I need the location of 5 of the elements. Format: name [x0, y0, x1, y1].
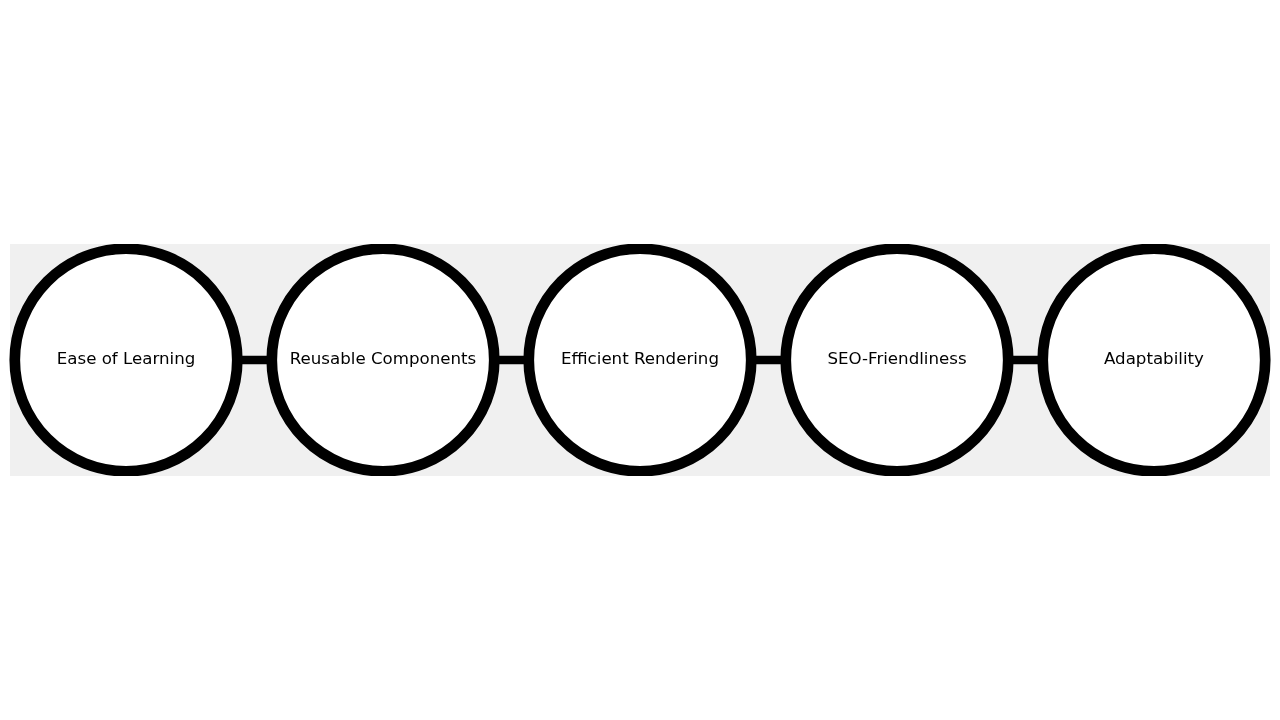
- node-circle: Adaptability: [1037, 244, 1271, 476]
- node-circle: Reusable Components: [266, 244, 500, 476]
- node-circle: Ease of Learning: [9, 244, 243, 476]
- node-circle: SEO-Friendliness: [780, 244, 1014, 476]
- node-circle: Efficient Rendering: [523, 244, 757, 476]
